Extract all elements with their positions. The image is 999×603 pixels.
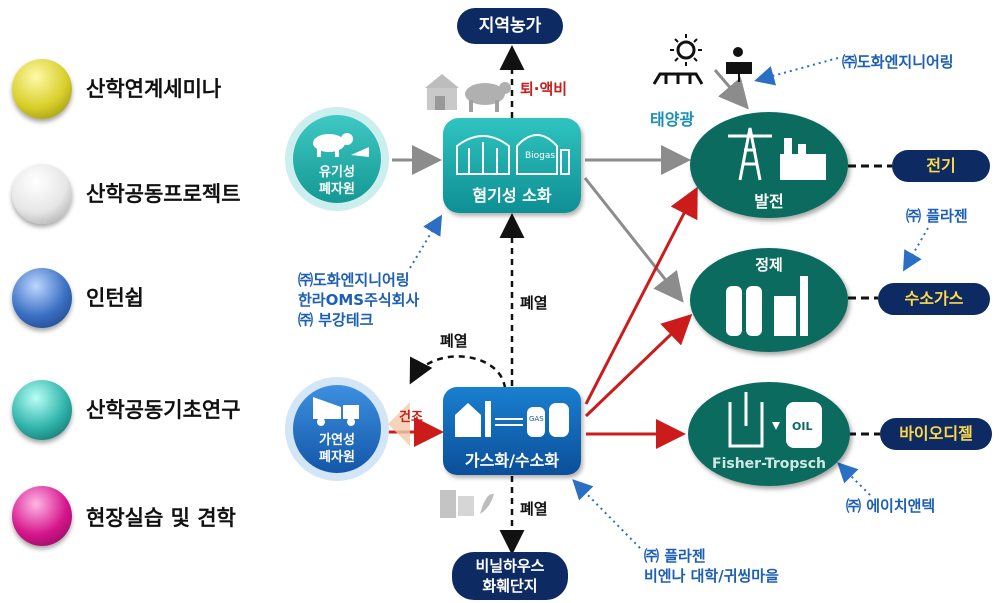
electricity-label: 전기 xyxy=(926,156,956,175)
legend-ball-internship xyxy=(12,268,72,328)
combustible-waste-inner xyxy=(293,385,381,473)
partner-arrow-bottom xyxy=(572,479,641,549)
gasification-label: 가스화/수소화 xyxy=(464,451,560,470)
combustible-waste-label-1: 가연성 xyxy=(319,433,355,448)
digester-icon: Biogas xyxy=(456,134,570,175)
legend-label-research: 산학공동기초연구 xyxy=(86,398,241,422)
arrow-anaerobic-to-refine xyxy=(583,177,684,303)
partner-top-right: ㈜도화엔지니어링 xyxy=(842,53,954,71)
biodiesel-label: 바이오디젤 xyxy=(899,424,973,443)
legend-label-seminar: 산학연계세미나 xyxy=(86,77,222,101)
arrow-waste-heat-loop xyxy=(409,355,507,389)
drying-triangle xyxy=(388,402,410,446)
partner-bottom-1: ㈜ 플라젠 xyxy=(644,547,706,565)
heat-exchanger-icon xyxy=(440,490,494,518)
fischer-node: OIL Fisher-Tropsch xyxy=(688,382,850,486)
solar-icon xyxy=(652,34,752,85)
reactor-icon: OIL xyxy=(728,392,822,448)
legend-ball-fieldtrip xyxy=(12,486,72,546)
power-gen-node: 발전 xyxy=(690,112,848,218)
organic-waste-label-1: 유기성 xyxy=(319,165,355,180)
biogas-tank-label: Biogas xyxy=(525,151,555,161)
arrow-gasification-to-refine xyxy=(584,313,693,418)
legend-label-internship: 인턴쉽 xyxy=(86,286,144,310)
gasification-node: GAS 가스화/수소화 xyxy=(443,387,581,475)
svg-text:OIL: OIL xyxy=(792,420,812,433)
gas-tank-label: GAS xyxy=(529,415,544,423)
hydrogen-label: 수소가스 xyxy=(904,289,964,308)
anaerobic-label: 혐기성 소화 xyxy=(472,186,552,205)
hydrogen-output: 수소가스 xyxy=(878,283,990,315)
biodiesel-output: 바이오디젤 xyxy=(880,418,992,450)
local-farm-node: 지역농가 xyxy=(457,8,563,44)
organic-waste-node: 유기성 폐자원 xyxy=(285,107,389,211)
partner-arrow-right-bottom xyxy=(837,462,871,496)
greenhouse-label-1: 비닐하우스 xyxy=(475,557,545,575)
waste-heat-bottom-label: 폐열 xyxy=(520,500,548,518)
refinery-icon xyxy=(726,276,808,336)
gasifier-icon: GAS xyxy=(455,401,569,437)
partner-arrow-top-right xyxy=(754,57,839,86)
partner-arrow-right-mid xyxy=(903,227,929,272)
refine-label: 정제 xyxy=(755,256,783,274)
legend-ball-research xyxy=(12,380,72,440)
power-gen-label: 발전 xyxy=(754,192,784,211)
partners-left: ㈜도화엔지니어링 한라OMS주식회사 ㈜ 부강테크 xyxy=(298,270,419,330)
greenhouse-label-2: 화훼단지 xyxy=(482,577,538,595)
electricity-output: 전기 xyxy=(892,150,990,182)
legend-label-project: 산학공동프로젝트 xyxy=(86,182,241,206)
cow-icon xyxy=(313,133,369,157)
waste-heat-loop-label: 폐열 xyxy=(440,332,468,350)
legend-ball-seminar xyxy=(12,59,72,119)
manure-label: 퇴·액비 xyxy=(520,80,568,98)
farm-cow-icon xyxy=(425,74,511,112)
fischer-label: Fisher-Tropsch xyxy=(712,456,826,472)
combustible-waste-label-2: 폐자원 xyxy=(319,450,355,465)
drying-label: 건조 xyxy=(399,410,423,425)
partner-arrow-left-mid xyxy=(409,214,443,269)
refine-node: 정제 xyxy=(690,248,848,352)
combustible-waste-node: 가연성 폐자원 xyxy=(285,377,389,481)
anaerobic-node: Biogas 혐기성 소화 xyxy=(443,118,581,213)
partner-left-1: ㈜도화엔지니어링 xyxy=(298,271,410,289)
partner-bottom-2: 비엔나 대학/귀씽마을 xyxy=(644,567,779,585)
arrow-solar-to-power xyxy=(713,69,749,110)
legend-label-fieldtrip: 현장실습 및 견학 xyxy=(86,506,236,530)
organic-waste-inner xyxy=(293,115,381,203)
waste-heat-mid-label: 폐열 xyxy=(520,294,548,312)
solar-label: 태양광 xyxy=(650,110,695,129)
partner-right-bottom: ㈜ 에이치앤텍 xyxy=(846,497,936,515)
partner-left-3: ㈜ 부강테크 xyxy=(298,311,374,329)
arrow-gasification-to-power xyxy=(584,186,698,405)
local-farm-label: 지역농가 xyxy=(478,16,542,36)
truck-icon xyxy=(313,397,359,426)
organic-waste-label-2: 폐자원 xyxy=(319,182,355,197)
legend-ball-project xyxy=(12,164,72,224)
power-plant-icon xyxy=(728,127,826,181)
partner-right-mid: ㈜ 플라젠 xyxy=(906,207,968,225)
partners-bottom: ㈜ 플라젠 비엔나 대학/귀씽마을 xyxy=(644,546,779,586)
partner-left-2: 한라OMS주식회사 xyxy=(298,291,420,309)
greenhouse-node: 비닐하우스 화훼단지 xyxy=(452,552,568,600)
